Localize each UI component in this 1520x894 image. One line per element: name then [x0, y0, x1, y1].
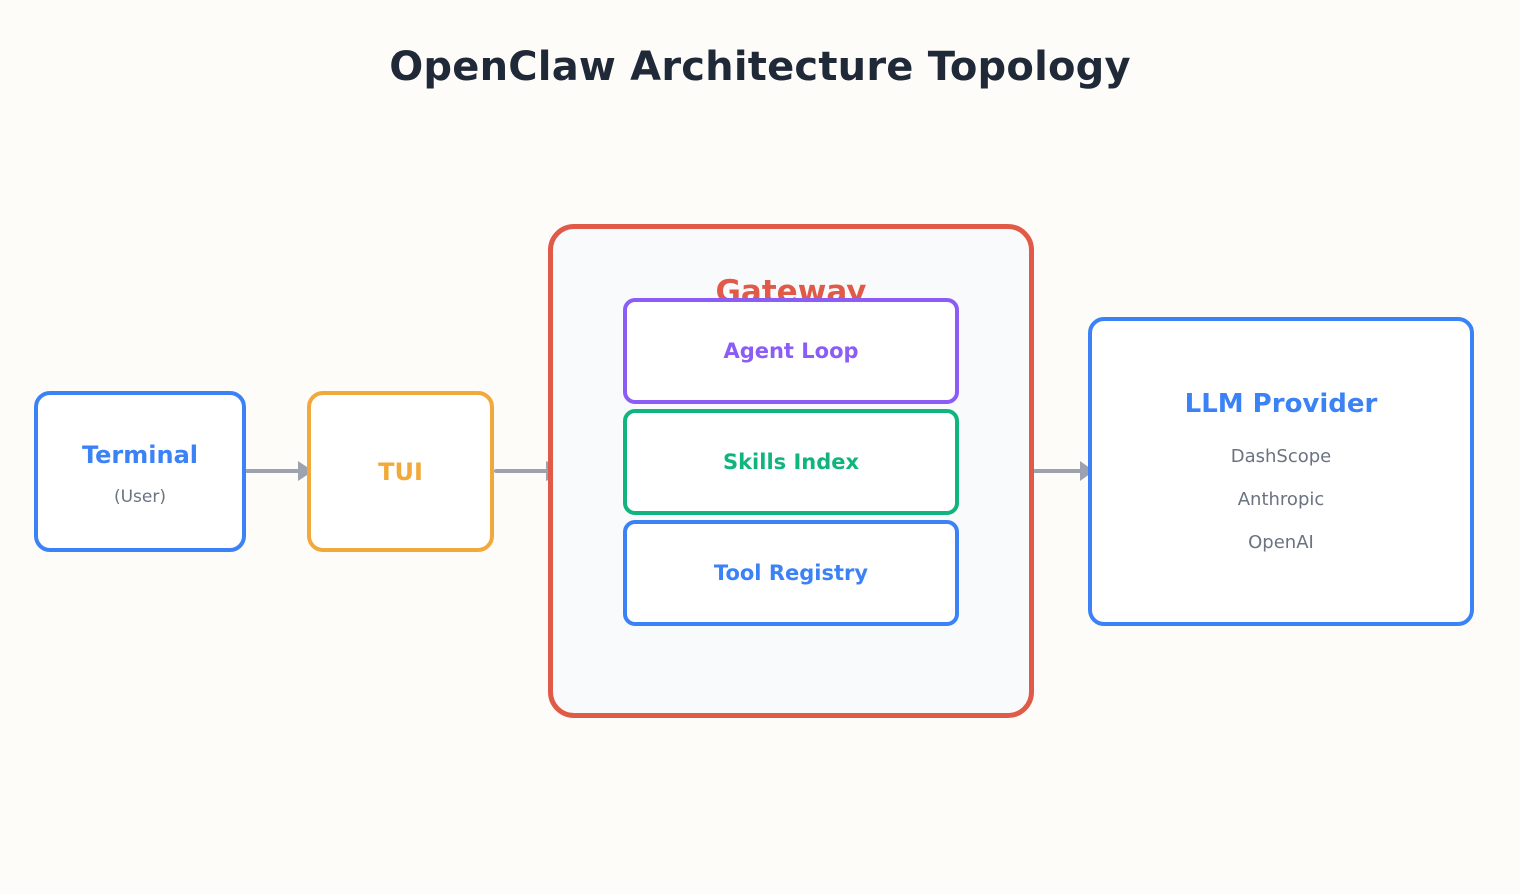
- provider-dashscope: DashScope: [1230, 446, 1332, 467]
- arrow-terminal-to-tui: [245, 461, 313, 481]
- llm-provider-node: LLM Provider DashScope Anthropic OpenAI: [1088, 317, 1474, 626]
- tool-registry-label: Tool Registry: [713, 561, 869, 585]
- tui-label: TUI: [378, 457, 423, 486]
- agent-loop-label: Agent Loop: [723, 339, 859, 363]
- agent-loop-node: Agent Loop: [623, 298, 959, 404]
- provider-anthropic: Anthropic: [1237, 489, 1325, 510]
- terminal-node: Terminal (User): [34, 391, 246, 552]
- tui-node: TUI: [307, 391, 494, 552]
- skills-index-node: Skills Index: [623, 409, 959, 515]
- llm-provider-label: LLM Provider: [1184, 389, 1378, 419]
- provider-openai: OpenAI: [1248, 532, 1314, 553]
- tool-registry-node: Tool Registry: [623, 520, 959, 626]
- terminal-sublabel: (User): [113, 486, 166, 507]
- terminal-label: Terminal: [81, 440, 199, 469]
- skills-index-label: Skills Index: [722, 450, 860, 474]
- diagram-title: OpenClaw Architecture Topology: [389, 44, 1131, 90]
